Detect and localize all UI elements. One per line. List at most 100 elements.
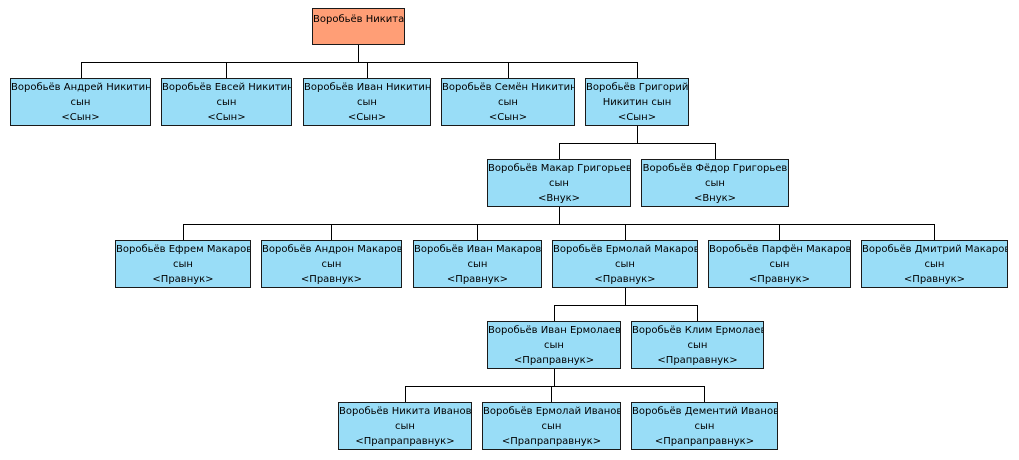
connector-line: [637, 62, 638, 78]
connector-line: [625, 288, 626, 305]
person-name-line: Никитин сын: [602, 97, 672, 108]
person-name-line: сын: [395, 421, 415, 432]
person-name-line: Воробьёв Григорий: [586, 82, 689, 93]
person-name-line: Воробьёв Иван Никитин: [304, 82, 431, 93]
person-node[interactable]: Воробьёв Андрон Макаров сын <Правнук>: [261, 240, 402, 288]
connector-line: [551, 386, 552, 402]
person-name-line: сын: [321, 259, 342, 270]
relation-label: <Правнук>: [300, 274, 363, 285]
person-name-line: Воробьёв Андрон Макаров: [262, 244, 402, 255]
person-name-line: сын: [216, 97, 237, 108]
person-node[interactable]: Воробьёв Дементий Иванов сын <Прапраправну…: [631, 402, 778, 450]
person-name-line: Воробьёв Дмитрий Макаров: [862, 244, 1008, 255]
relation-label: <Внук>: [693, 193, 737, 204]
person-name-line: сын: [173, 259, 193, 270]
connector-line: [779, 224, 780, 240]
connector-line: [554, 305, 555, 321]
connector-line: [477, 224, 478, 240]
connector-line: [715, 143, 716, 159]
relation-label: <Правнук>: [446, 274, 509, 285]
connector-line: [183, 224, 184, 240]
person-name-line: Воробьёв Иван Ермолаев: [488, 325, 621, 336]
relation-label: <Правнук>: [903, 274, 966, 285]
connector-line: [554, 305, 698, 306]
connector-line: [81, 62, 638, 63]
connector-line: [625, 224, 626, 240]
relation-label: <Правнук>: [748, 274, 811, 285]
connector-line: [559, 207, 560, 224]
connector-line: [81, 62, 82, 78]
person-node[interactable]: Воробьёв Иван Ермолаев сын <Праправнук>: [487, 321, 621, 369]
person-name-line: сын: [357, 97, 377, 108]
person-name-line: Воробьёв Ефрем Макаров: [116, 244, 251, 255]
person-name-line: сын: [615, 259, 635, 270]
person-name-line: Воробьёв Евсей Никитин: [162, 82, 292, 93]
relation-label: <Внук>: [537, 193, 581, 204]
person-name-line: сын: [70, 97, 91, 108]
person-name-line: Воробьёв Семён Никитин: [442, 82, 575, 93]
person-name-line: Воробьёв Дементий Иванов: [632, 406, 778, 417]
connector-line: [934, 224, 935, 240]
person-name-line: сын: [549, 178, 569, 189]
person-name-line: Воробьёв Клим Ермолаев: [632, 325, 764, 336]
person-node[interactable]: Воробьёв Ермолай Макаров сын <Правнук>: [552, 240, 698, 288]
person-node[interactable]: Воробьёв Никита Иванов сын <Прапраправнук>: [338, 402, 472, 450]
connector-line: [331, 224, 332, 240]
person-name-line: сын: [541, 421, 562, 432]
connector-line: [559, 143, 560, 159]
relation-label: <Сын>: [488, 112, 528, 123]
person-node[interactable]: Воробьёв Дмитрий Макаров сын <Правнук>: [861, 240, 1008, 288]
relation-label: <Сын>: [207, 112, 246, 123]
person-name-line: Воробьёв Никита: [313, 14, 405, 25]
person-node[interactable]: Воробьёв Евсей Никитин сын <Сын>: [161, 78, 292, 126]
connector-line: [559, 143, 716, 144]
relation-label: <Сын>: [61, 112, 100, 123]
connector-line: [508, 62, 509, 78]
connector-line: [637, 126, 638, 143]
connector-line: [226, 62, 227, 78]
connector-line: [358, 45, 359, 62]
person-name-line: Воробьёв Иван Макаров: [414, 244, 542, 255]
relation-label: <Праправнук>: [657, 355, 738, 366]
person-node[interactable]: Воробьёв Клим Ермолаев сын <Праправнук>: [631, 321, 764, 369]
relation-label: <Сын>: [617, 112, 657, 123]
person-name-line: сын: [924, 259, 945, 270]
relation-label: <Прапраправнук>: [654, 436, 755, 447]
person-name-line: Воробьёв Никита Иванов: [339, 406, 472, 417]
person-name-line: Воробьёв Парфён Макаров: [709, 244, 851, 255]
root-person-node[interactable]: Воробьёв Никита: [312, 8, 405, 45]
person-name-line: сын: [687, 340, 708, 351]
relation-label: <Сын>: [347, 112, 387, 123]
person-name-line: сын: [694, 421, 715, 432]
connector-line: [697, 305, 698, 321]
connector-line: [183, 224, 935, 225]
connector-line: [405, 386, 406, 402]
person-name-line: Воробьёв Ермолай Макаров: [553, 244, 698, 255]
person-name-line: сын: [705, 178, 725, 189]
relation-label: <Правнук>: [152, 274, 214, 285]
relation-label: <Прапраправнук>: [501, 436, 602, 447]
relation-label: <Правнук>: [594, 274, 656, 285]
person-name-line: сын: [498, 97, 518, 108]
connector-line: [704, 386, 705, 402]
person-node[interactable]: Воробьёв Семён Никитин сын <Сын>: [441, 78, 575, 126]
connector-line: [554, 369, 555, 386]
relation-label: <Прапраправнук>: [355, 436, 455, 447]
person-name-line: сын: [544, 340, 564, 351]
person-name-line: Воробьёв Андрей Никитин: [11, 82, 151, 93]
person-name-line: сын: [467, 259, 488, 270]
person-node[interactable]: Воробьёв Иван Макаров сын <Правнук>: [413, 240, 542, 288]
person-name-line: Воробьёв Фёдор Григорьев: [642, 163, 788, 174]
relation-label: <Праправнук>: [513, 355, 595, 366]
person-node[interactable]: Воробьёв Ефрем Макаров сын <Правнук>: [115, 240, 251, 288]
connector-line: [405, 386, 704, 387]
person-node[interactable]: Воробьёв Иван Никитин сын <Сын>: [303, 78, 431, 126]
person-node[interactable]: Воробьёв Фёдор Григорьев сын <Внук>: [641, 159, 789, 207]
person-node[interactable]: Воробьёв Андрей Никитин сын <Сын>: [10, 78, 151, 126]
connector-line: [367, 62, 368, 78]
